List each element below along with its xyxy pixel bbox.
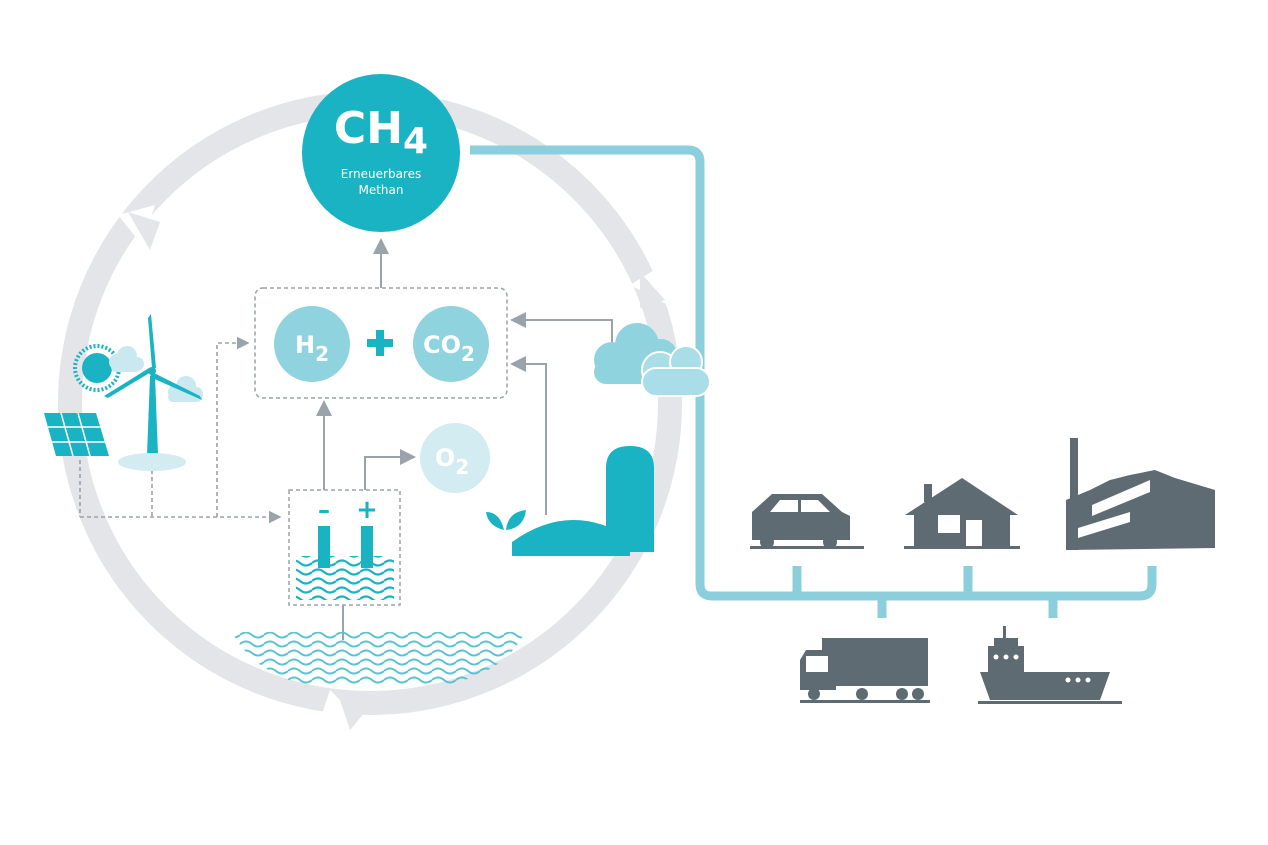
water-icon	[232, 632, 525, 684]
arrow-biogas-to-co2	[510, 356, 547, 515]
plus-label: +	[356, 495, 378, 525]
clouds-icon	[594, 323, 711, 397]
o2-subscript: 2	[455, 455, 469, 479]
co2-label: CO	[423, 331, 461, 359]
truck-icon	[800, 638, 930, 703]
cloud-icon	[109, 346, 203, 402]
h2-node	[274, 306, 350, 382]
o2-label: O	[435, 444, 455, 472]
electrolyzer: – +	[288, 489, 401, 606]
ship-icon	[978, 626, 1122, 704]
power-lines	[79, 336, 282, 524]
o2-node: O2	[420, 423, 490, 493]
co2-subscript: 2	[461, 342, 475, 366]
svg-text:H2: H2	[295, 331, 329, 366]
ch4-caption-line2: Methan	[358, 183, 403, 197]
minus-label: –	[318, 496, 330, 524]
plus-icon	[367, 330, 393, 356]
wind-turbine-icon	[104, 314, 202, 471]
arrow-clouds-to-co2	[510, 312, 613, 342]
reaction-box: H2 CO2	[254, 287, 508, 399]
solar-panel-icon	[44, 412, 109, 457]
ch4-node: CH4 Erneuerbares Methan	[302, 74, 460, 232]
biogas-plant-icon	[512, 519, 630, 556]
silo-icon	[606, 446, 654, 552]
h2-label: H	[295, 331, 315, 359]
house-icon	[904, 478, 1020, 549]
car-icon	[750, 494, 864, 549]
ch4-caption-line1: Erneuerbares	[341, 167, 422, 181]
svg-text:CO2: CO2	[423, 331, 475, 366]
svg-text:O2: O2	[435, 444, 469, 479]
factory-icon	[1066, 438, 1215, 550]
h2-subscript: 2	[315, 342, 329, 366]
arrow-electrolyzer-to-o2	[364, 449, 416, 490]
ch4-formula: CH	[334, 103, 403, 154]
ch4-subscript: 4	[403, 121, 428, 162]
svg-text:CH4: CH4	[334, 103, 428, 162]
co2-node	[413, 306, 489, 382]
electrolyte-water	[296, 556, 394, 600]
leaf-icon	[486, 510, 526, 530]
gas-pipeline	[470, 145, 1157, 618]
